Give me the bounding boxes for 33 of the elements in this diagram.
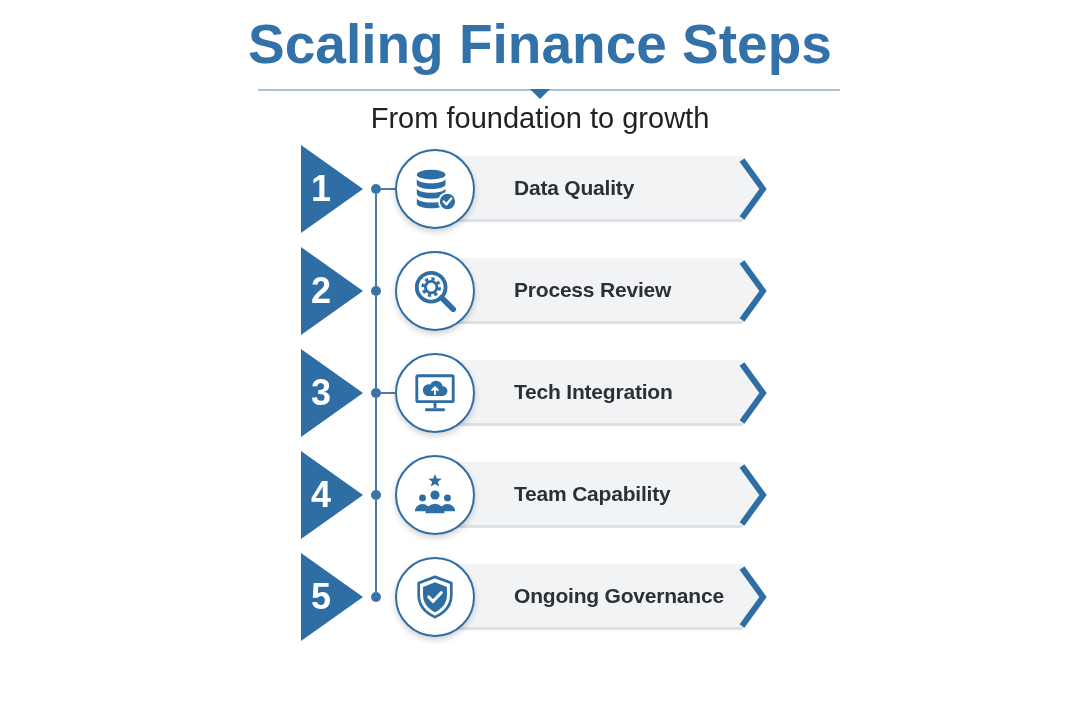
connector-line xyxy=(380,392,396,394)
connector-line xyxy=(375,193,377,287)
step-triangle xyxy=(301,349,363,437)
step-number: 1 xyxy=(311,170,332,208)
timeline-dot xyxy=(371,184,381,194)
icon-circle xyxy=(395,557,475,637)
icon-circle xyxy=(395,149,475,229)
step-label: Process Review xyxy=(514,276,672,303)
step-label: Team Capability xyxy=(514,480,671,507)
connector-line xyxy=(375,295,377,389)
connector-line xyxy=(375,499,377,593)
icon-circle xyxy=(395,251,475,331)
title: Scaling Finance Steps xyxy=(248,12,832,76)
step-number: 3 xyxy=(311,374,332,412)
timeline-dot xyxy=(371,592,381,602)
step-triangle xyxy=(301,247,363,335)
timeline-dot xyxy=(371,388,381,398)
icon-circle xyxy=(395,455,475,535)
connector-line xyxy=(375,397,377,491)
timeline-dot xyxy=(371,490,381,500)
step-label: Data Quality xyxy=(514,174,635,201)
step-number: 5 xyxy=(311,578,332,616)
timeline-dot xyxy=(371,286,381,296)
step-triangle xyxy=(301,451,363,539)
step-number: 4 xyxy=(311,476,332,514)
step-label: Ongoing Governance xyxy=(514,582,724,609)
step-triangle xyxy=(301,145,363,233)
connector-line xyxy=(380,188,396,190)
step-number: 2 xyxy=(311,272,332,310)
step-label: Tech Integration xyxy=(514,378,673,405)
icon-circle xyxy=(395,353,475,433)
subtitle: From foundation to growth xyxy=(370,101,710,135)
step-triangle xyxy=(301,553,363,641)
